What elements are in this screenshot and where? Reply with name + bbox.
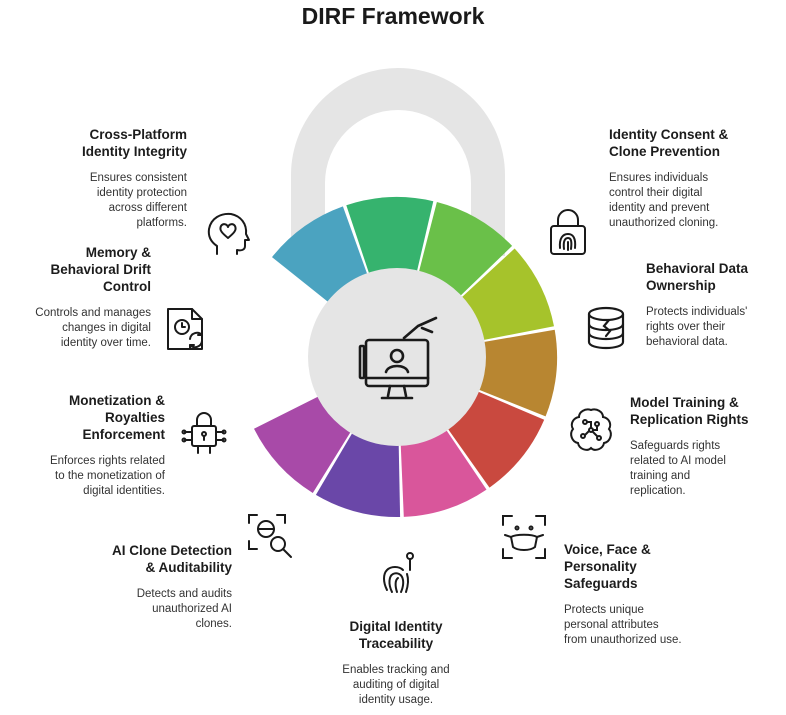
- page-title: DIRF Framework: [301, 3, 485, 29]
- section-cross-platform: Cross-Platform Identity Integrity Ensure…: [0, 126, 187, 231]
- section-heading: AI Clone Detection & Auditability: [111, 543, 232, 575]
- fingerprint-trace-icon: [377, 548, 425, 596]
- scan-search-icon: [247, 512, 295, 560]
- section-heading: Monetization & Royalties Enforcement: [69, 393, 165, 442]
- section-identity-consent: Identity Consent & Clone Prevention Ensu…: [609, 126, 779, 231]
- section-description: Ensures individuals control their digita…: [609, 172, 719, 229]
- section-description: Detects and audits unauthorized AI clone…: [136, 588, 232, 630]
- section-monetization: Monetization & Royalties Enforcement Enf…: [0, 392, 165, 499]
- section-description: Ensures consistent identity protection a…: [89, 172, 187, 229]
- padlock-shackle: [291, 68, 505, 256]
- section-description: Controls and manages changes in digital …: [35, 307, 151, 349]
- section-memory-drift: Memory & Behavioral Drift Control Contro…: [0, 244, 151, 351]
- section-heading: Behavioral Data Ownership: [646, 261, 749, 293]
- section-heading: Model Training & Replication Rights: [630, 395, 749, 427]
- section-heading: Voice, Face & Personality Safeguards: [564, 542, 651, 591]
- fingerprint-lock-icon: [545, 208, 593, 256]
- section-heading: Memory & Behavioral Drift Control: [50, 245, 151, 294]
- digital-identity-monitor-icon: [348, 308, 448, 408]
- section-description: Enables tracking and auditing of digital…: [342, 664, 450, 706]
- section-description: Protects unique personal attributes from…: [564, 604, 682, 646]
- section-voice-face: Voice, Face & Personality Safeguards Pro…: [564, 541, 764, 648]
- section-clone-detection: AI Clone Detection & Auditability Detect…: [32, 542, 232, 632]
- section-model-training: Model Training & Replication Rights Safe…: [630, 394, 780, 499]
- section-heading: Identity Consent & Clone Prevention: [609, 127, 729, 159]
- section-heading: Cross-Platform Identity Integrity: [81, 127, 187, 159]
- section-behavioral-data: Behavioral Data Ownership Protects indiv…: [646, 260, 781, 350]
- database-icon: [584, 304, 632, 352]
- section-heading: Digital Identity Traceability: [349, 619, 443, 651]
- brain-circuit-icon: [567, 406, 615, 454]
- circuit-lock-icon: [180, 408, 228, 456]
- document-clock-icon: [164, 305, 212, 353]
- section-traceability: Digital Identity Traceability Enables tr…: [311, 618, 481, 708]
- section-description: Safeguards rights related to AI model tr…: [630, 440, 726, 497]
- section-description: Enforces rights related to the monetizat…: [49, 455, 165, 497]
- head-heart-icon: [203, 210, 251, 258]
- face-scan-icon: [500, 513, 548, 561]
- padlock-hub: [308, 268, 486, 446]
- section-description: Protects individuals' rights over their …: [646, 306, 748, 348]
